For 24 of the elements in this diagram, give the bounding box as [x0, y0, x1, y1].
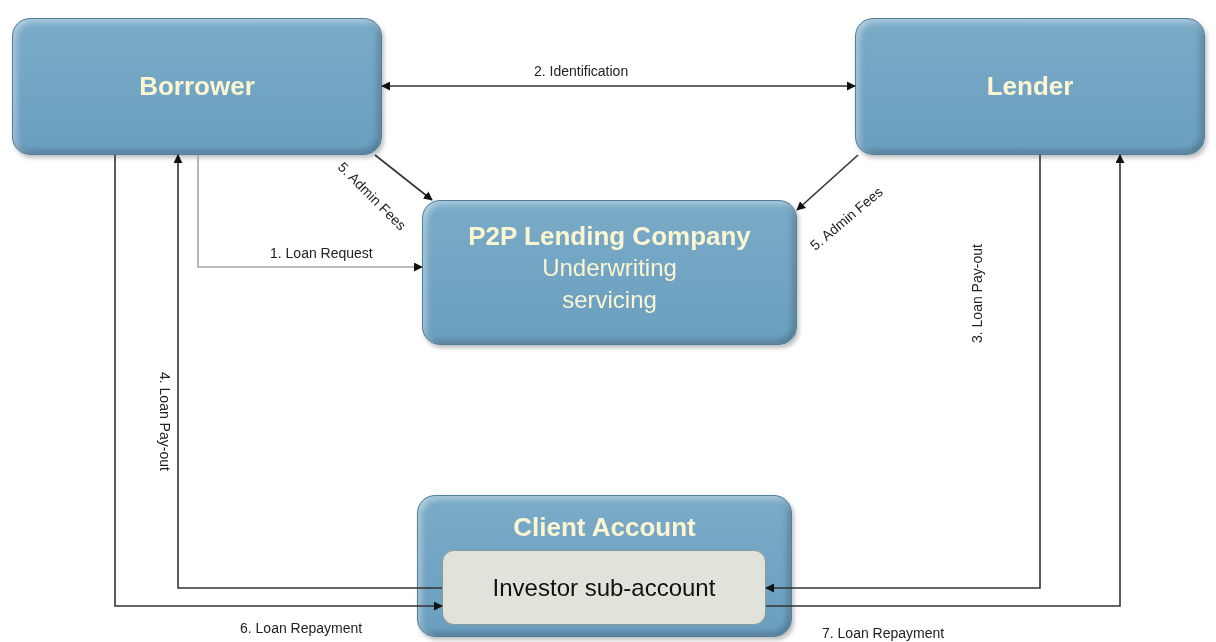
node-description: Underwriting servicing [541, 253, 678, 316]
arrow [765, 154, 1125, 607]
process-box [12, 18, 382, 155]
arrow [374, 154, 433, 201]
edge-label: 1. Loan Request [268, 246, 375, 262]
process-box [855, 18, 1205, 155]
sub-box [442, 550, 766, 625]
node-title: Borrower [139, 71, 255, 102]
node-title: Client Account [513, 512, 696, 543]
edge-label: 3. Loan Pay-out [970, 243, 986, 345]
arrow [765, 154, 1041, 593]
edge-label: 7. Loan Repayment [820, 626, 947, 642]
arrow [197, 154, 423, 272]
node-title: Lender [986, 71, 1074, 102]
arrow [796, 154, 859, 211]
process-box [422, 200, 797, 345]
arrow [381, 81, 856, 91]
node-title: Investor sub-account [492, 573, 716, 602]
node-title: P2P Lending Company [468, 221, 751, 252]
edge-label: 4. Loan Pay-out [156, 371, 172, 473]
edge-label: 6. Loan Repayment [238, 621, 365, 637]
arrow [114, 154, 443, 611]
process-box [417, 495, 792, 637]
arrow [173, 154, 443, 589]
